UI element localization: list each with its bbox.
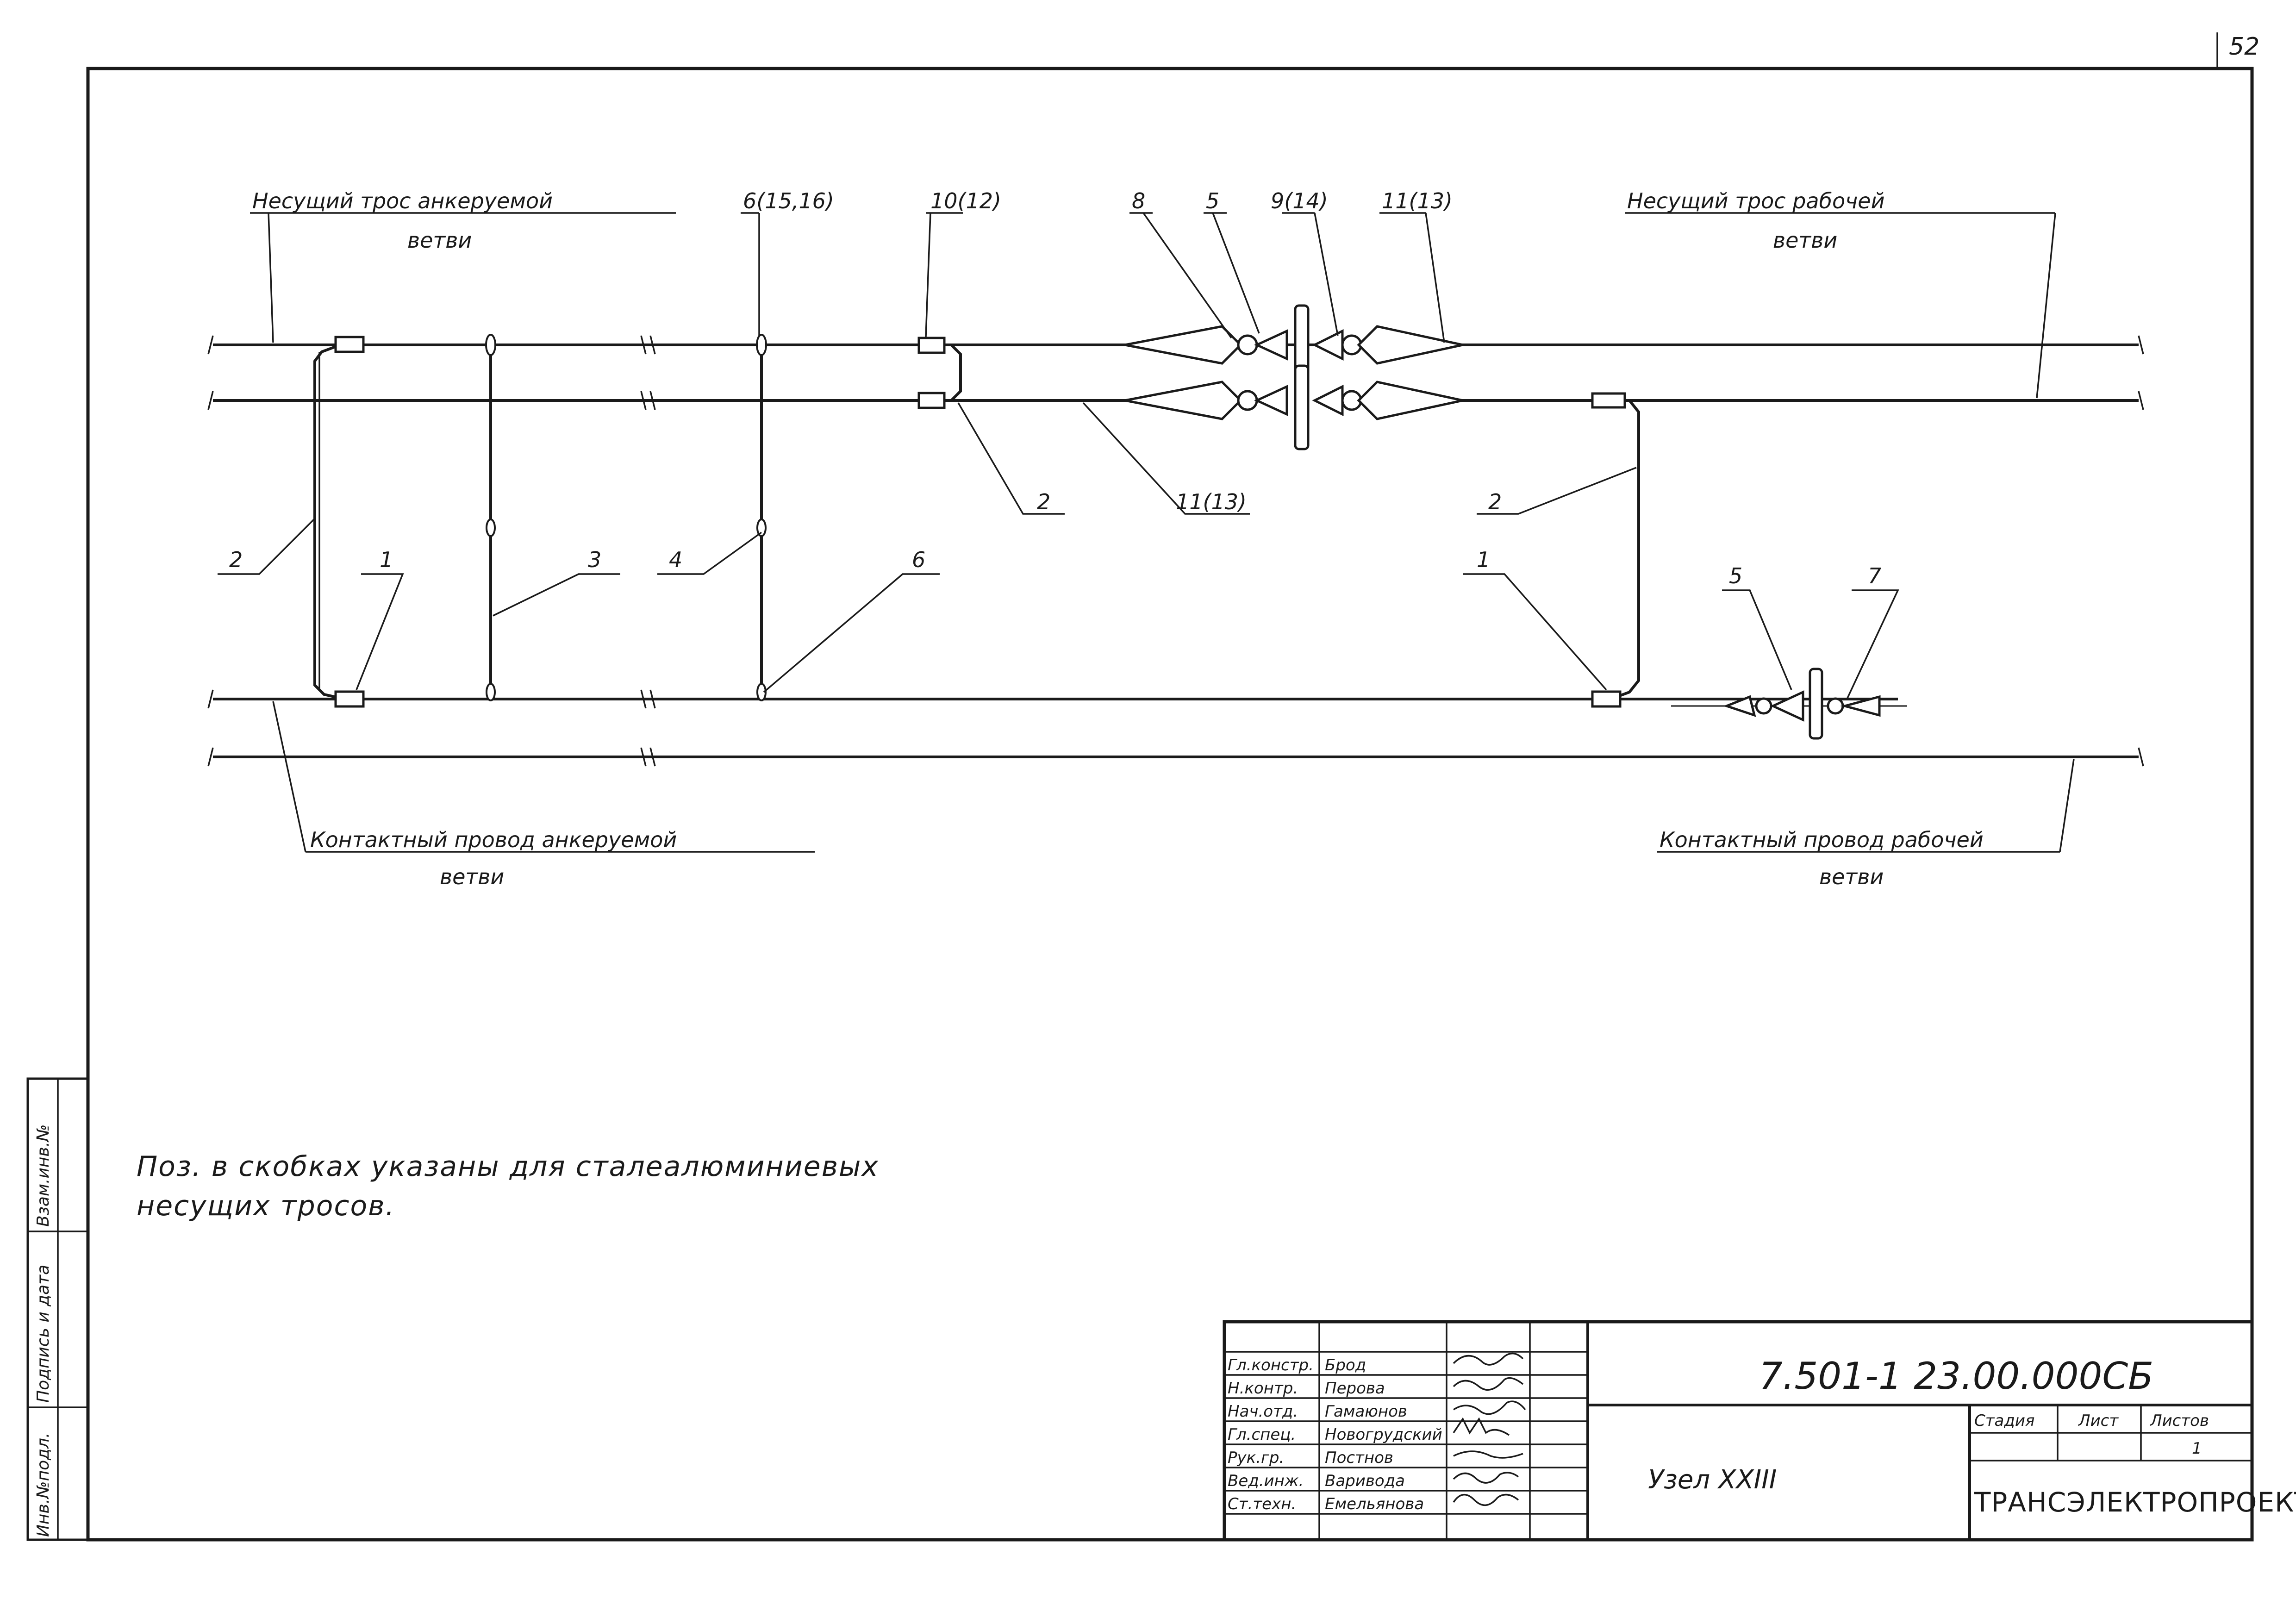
sig-role-2: Нач.отд. — [1228, 1402, 1298, 1421]
contact-wire-working — [213, 698, 2139, 758]
label-contact-working-l1: Контактный провод рабочей — [1660, 827, 1984, 852]
carrier-wire-working — [1370, 344, 2139, 402]
sig-name-2: Гамаюнов — [1325, 1402, 1407, 1421]
side-inv-podl: Инв.№подл. — [34, 1433, 53, 1537]
note-line-2: несущих тросов. — [137, 1190, 395, 1222]
anchor-assembly-top — [1046, 304, 1537, 390]
organization: ТРАНСЭЛЕКТРОПРОЕКТ — [1974, 1487, 2296, 1518]
stage-header: Стадия — [1974, 1412, 2034, 1430]
pos-6: 6 — [912, 547, 925, 572]
sheet-number: 52 — [2229, 33, 2259, 61]
dropper-4 — [756, 334, 767, 701]
clamp-top-left — [334, 336, 365, 353]
sig-role-1: Н.контр. — [1228, 1379, 1298, 1398]
pos-3: 3 — [588, 547, 601, 572]
pos-9-14: 9(14) — [1271, 188, 1328, 213]
pos-11-13-mid: 11(13) — [1176, 489, 1247, 514]
clamp-bottom-right — [1591, 690, 1622, 708]
drawing-title: Узел XXIII — [1648, 1465, 1777, 1495]
pos-6-15-16: 6(15,16) — [743, 188, 834, 213]
sig-role-4: Рук.гр. — [1228, 1449, 1284, 1467]
break-marks — [207, 335, 2144, 767]
sig-name-3: Новогрудский — [1325, 1425, 1442, 1444]
signature-rows: Гл.констр. Брод Н.контр. Перова Нач.отд.… — [1228, 1356, 1442, 1513]
sig-name-4: Постнов — [1325, 1449, 1393, 1467]
sig-role-3: Гл.спец. — [1228, 1425, 1296, 1444]
leader-lines — [218, 212, 2075, 853]
side-stamp: Инв.№подл. Подпись и дата Взам.инв.№ — [26, 1077, 89, 1541]
jumper-right — [1591, 392, 1640, 708]
insulator-disc-contact — [1809, 668, 1823, 740]
document-code: 7.501-1 23.00.000СБ — [1759, 1355, 2153, 1398]
dropper-3 — [485, 334, 496, 701]
sig-role-5: Вед.инж. — [1228, 1472, 1304, 1490]
sheet-header: Лист — [2078, 1412, 2119, 1430]
label-contact-anchored-l2: ветви — [440, 864, 504, 889]
contact-insulator-assembly — [1671, 668, 1907, 740]
clamp-10-top — [917, 337, 946, 354]
pos-2-right: 2 — [1488, 489, 1502, 514]
sig-role-6: Ст.техн. — [1228, 1495, 1296, 1513]
jumper-left — [313, 336, 365, 708]
label-contact-anchored-l1: Контактный провод анкеруемой — [310, 827, 677, 852]
label-carrier-working-l1: Несущий трос рабочей — [1627, 188, 1884, 213]
title-block: 7.501-1 23.00.000СБ Узел XXIII Стадия Ли… — [1223, 1320, 2296, 1542]
side-podpis-data: Подпись и дата — [34, 1265, 53, 1403]
note-line-1: Поз. в скобках указаны для сталеалюминие… — [137, 1150, 879, 1183]
label-carrier-working-l2: ветви — [1773, 228, 1837, 253]
sig-role-0: Гл.констр. — [1228, 1356, 1314, 1374]
pos-4: 4 — [669, 547, 682, 572]
label-carrier-anchored-l2: ветви — [407, 228, 472, 253]
sig-name-0: Брод — [1325, 1356, 1366, 1374]
pos-5-top: 5 — [1206, 188, 1219, 213]
pos-1-left: 1 — [380, 547, 393, 572]
pos-2-mid: 2 — [1037, 489, 1050, 514]
clamp-top-right — [1591, 392, 1626, 409]
pos-5-bottom: 5 — [1729, 563, 1742, 588]
sig-name-6: Емельянова — [1325, 1495, 1424, 1513]
pos-8: 8 — [1132, 188, 1145, 213]
sig-name-5: Варивода — [1325, 1472, 1405, 1490]
anchor-assembly-bottom — [1124, 364, 1583, 450]
pos-11-13-top: 11(13) — [1382, 188, 1453, 213]
jumper-mid — [917, 337, 962, 409]
sheets-header: Листов — [2149, 1412, 2209, 1430]
clamp-bottom-left — [334, 690, 365, 708]
pos-1-right: 1 — [1477, 547, 1490, 572]
side-vzam-inv: Взам.инв.№ — [34, 1124, 53, 1227]
label-carrier-anchored-l1: Несущий трос анкеруемой — [252, 188, 553, 213]
sheets-value: 1 — [2192, 1439, 2202, 1458]
clamp-10-bottom — [917, 392, 946, 409]
pos-10-12: 10(12) — [930, 188, 1001, 213]
pos-2-left: 2 — [229, 547, 243, 572]
handwritten-signatures — [1453, 1352, 1526, 1506]
label-contact-working-l2: ветви — [1819, 864, 1884, 889]
sig-name-1: Перова — [1325, 1379, 1385, 1398]
drawing-frame — [86, 67, 2254, 1542]
pos-7: 7 — [1868, 563, 1881, 588]
